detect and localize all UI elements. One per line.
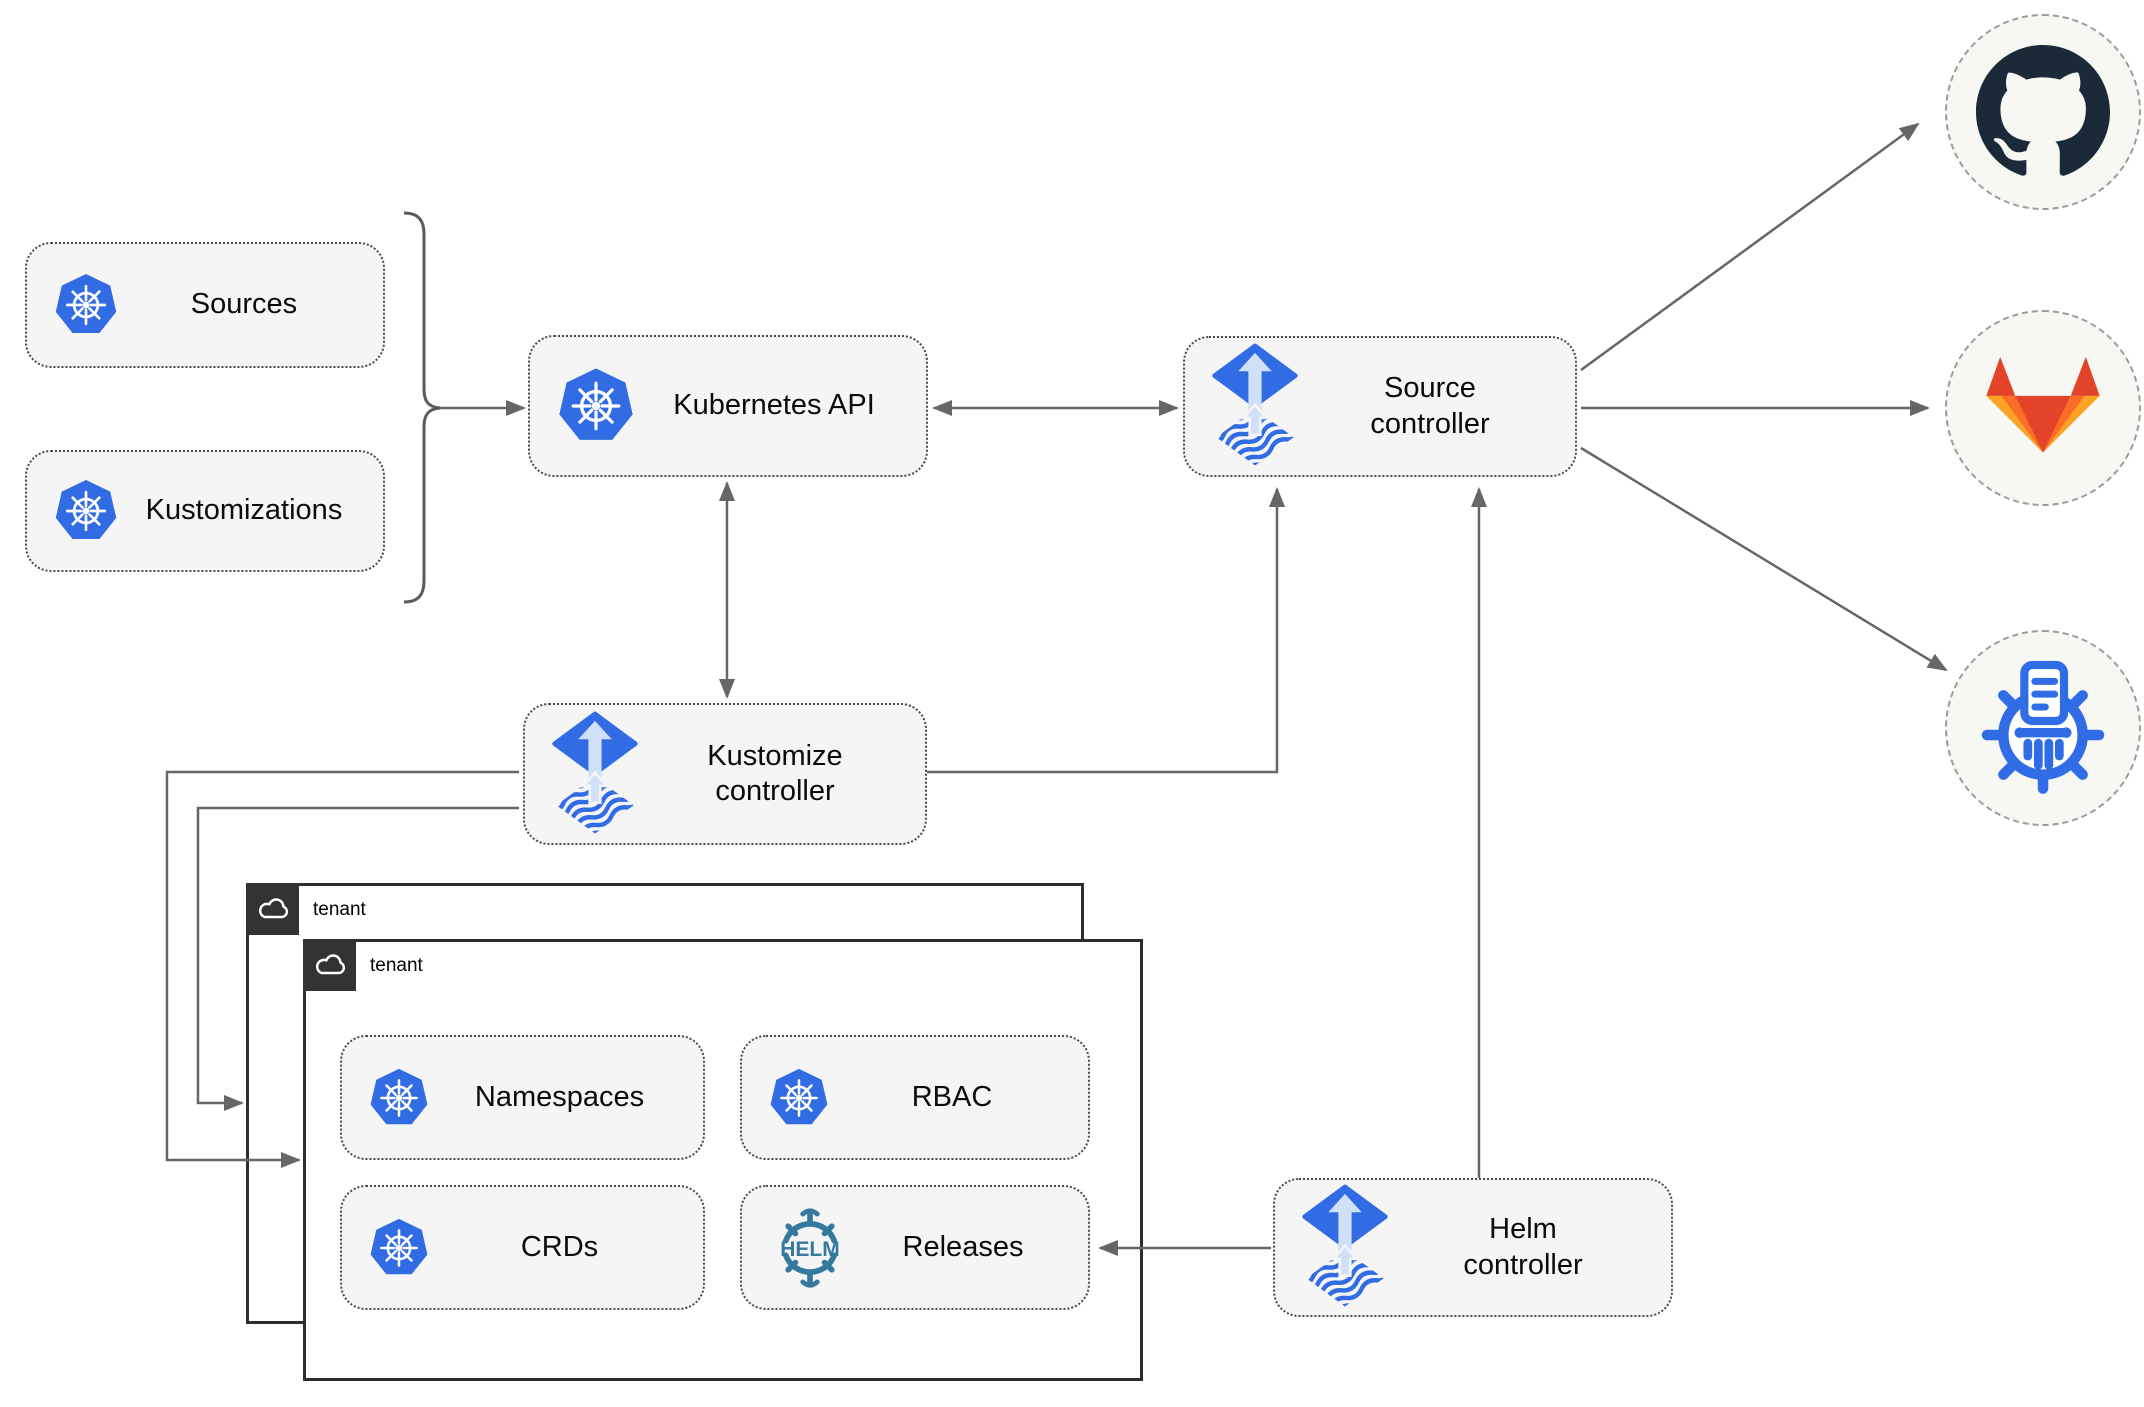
node-source-controller: Source controller: [1183, 336, 1577, 477]
flux-icon: [1301, 1184, 1389, 1311]
edge-source-to-github: [1580, 122, 1920, 372]
node-rbac: RBAC: [740, 1035, 1090, 1160]
helm-icon: HELM: [768, 1206, 852, 1290]
flux-icon: [551, 711, 639, 838]
external-gitlab: [1945, 310, 2141, 506]
node-label: Namespaces: [474, 1080, 645, 1113]
edge-source-to-chartmuseum: [1580, 446, 1948, 672]
node-helm-controller: Helm controller: [1273, 1178, 1673, 1317]
node-kustomizations: Kustomizations: [25, 450, 385, 572]
node-kustomize-controller: Kustomize controller: [523, 703, 927, 845]
node-label: Kubernetes API: [673, 389, 875, 422]
kubernetes-icon: [368, 1067, 430, 1129]
cloud-icon: [258, 898, 288, 919]
tenant-label: tenant: [370, 955, 423, 976]
node-kubernetes-api: Kubernetes API: [528, 335, 928, 477]
group-brace: [403, 211, 441, 604]
kubernetes-icon: [53, 272, 119, 338]
node-sources: Sources: [25, 242, 385, 368]
kubernetes-icon: [556, 366, 636, 446]
node-label: Kustomize controller: [707, 739, 843, 807]
edge-kustomize-to-source-controller: [927, 487, 1285, 774]
cloud-icon: [315, 954, 345, 975]
node-label: Kustomizations: [145, 494, 343, 527]
tenant-label: tenant: [313, 899, 366, 920]
cloud-tab: [303, 939, 356, 991]
node-label: Releases: [902, 1230, 1024, 1263]
external-chartmuseum: [1945, 630, 2141, 826]
github-icon: [1976, 45, 2110, 176]
helm-logo-text: HELM: [780, 1238, 840, 1261]
kubernetes-icon: [368, 1217, 430, 1279]
kubernetes-icon: [768, 1067, 830, 1129]
node-label: Source controller: [1370, 372, 1490, 440]
tenant-group-front: tenant: [303, 939, 1143, 1381]
kubernetes-icon: [53, 478, 119, 544]
node-label: CRDs: [520, 1230, 599, 1263]
chartmuseum-icon: [1981, 660, 2105, 794]
node-label: RBAC: [911, 1080, 993, 1113]
node-label: Helm controller: [1463, 1213, 1583, 1281]
node-label: Sources: [190, 288, 298, 321]
cloud-tab: [246, 883, 299, 935]
gitlab-icon: [1986, 356, 2100, 453]
external-github: [1945, 14, 2141, 210]
node-crds: CRDs: [340, 1185, 705, 1310]
flux-icon: [1211, 343, 1299, 470]
node-namespaces: Namespaces: [340, 1035, 705, 1160]
node-releases: HELM Releases: [740, 1185, 1090, 1310]
